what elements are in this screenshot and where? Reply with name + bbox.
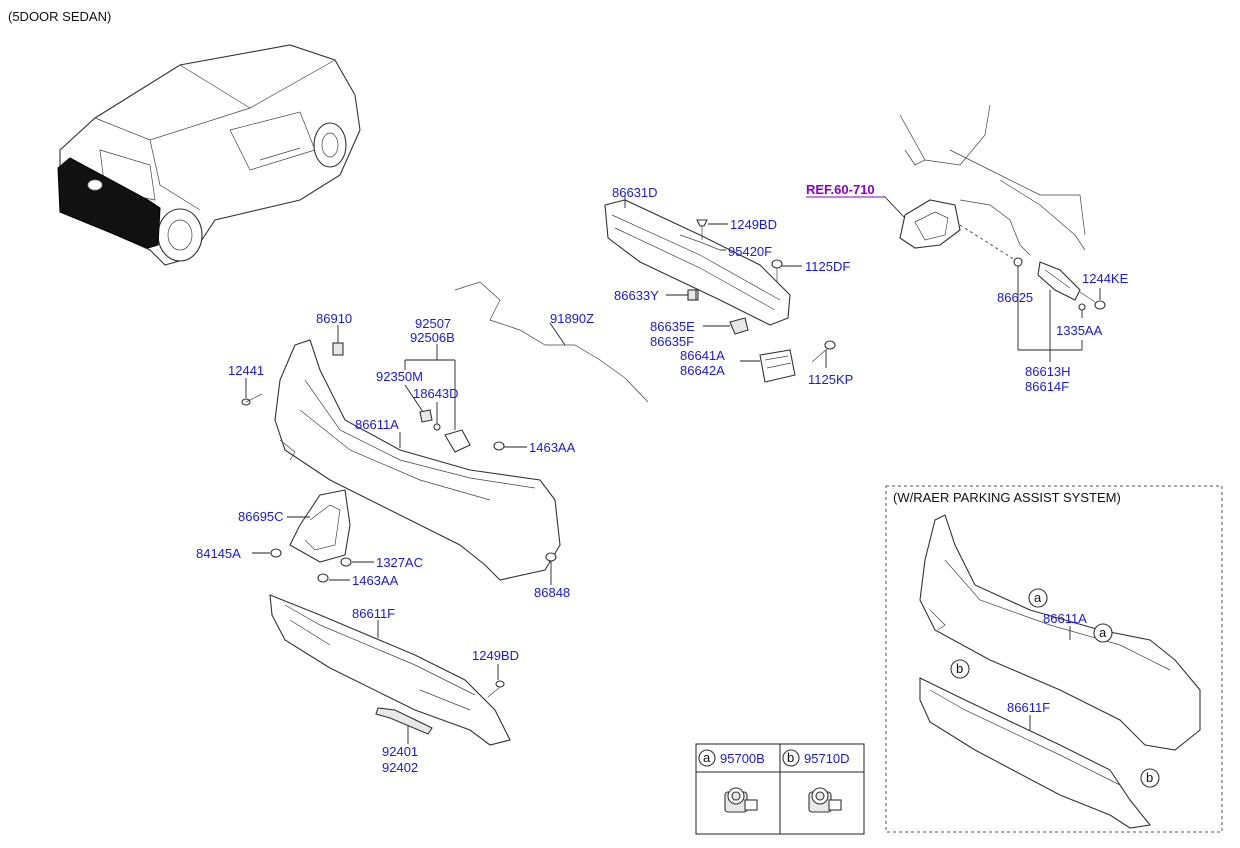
parking-assist-title: (W/RAER PARKING ASSIST SYSTEM) [893,490,1121,505]
bracket-86695C [289,489,351,563]
bulb-92350M [419,409,433,423]
legend-part-95710D[interactable]: 95710D [804,751,850,766]
part-86910[interactable]: 86910 [316,311,352,326]
clip-1463AA-bottom [317,573,329,583]
pas-marker-a2-label: a [1099,625,1107,640]
part-95420F[interactable]: 95420F [728,244,772,259]
clip-1327AC [340,557,352,567]
sensor-95710D-icon [808,787,842,813]
part-86635F[interactable]: 86635F [650,334,694,349]
clip-86910 [332,342,344,356]
legend-marker-a [698,749,716,767]
bumper-beam [604,199,791,326]
part-1335AA[interactable]: 1335AA [1056,323,1103,338]
screw-12441 [241,393,263,406]
screw-1244KE [1079,291,1106,310]
lower-diffuser-86611F [269,594,511,746]
sensor-95700B-icon [724,787,758,813]
part-86633Y[interactable]: 86633Y [614,288,659,303]
pas-lower-diffuser [919,677,1152,829]
part-86642A[interactable]: 86642A [680,363,725,378]
part-86631D[interactable]: 86631D [612,185,658,200]
bracket-86613H [1037,261,1081,301]
pas-bumper-cover [919,514,1201,751]
bulb-18643D [433,423,441,431]
clip-86633Y [687,289,697,301]
legend-part-95700B[interactable]: 95700B [720,751,765,766]
part-92507[interactable]: 92507 [415,316,451,331]
parking-assist-box [885,485,1223,833]
part-1327AC[interactable]: 1327AC [376,555,423,570]
pas-marker-a2 [1093,623,1113,643]
part-86848[interactable]: 86848 [534,585,570,600]
part-18643D[interactable]: 18643D [413,386,459,401]
pas-marker-b1-label: b [956,661,963,676]
nut-84145A [270,548,282,558]
pas-part-86611A[interactable]: 86611A [1043,611,1087,626]
part-86611A[interactable]: 86611A [355,417,399,432]
part-86695C[interactable]: 86695C [238,509,284,524]
part-91890Z[interactable]: 91890Z [550,311,594,326]
pas-marker-a1 [1028,588,1048,608]
pas-marker-b2 [1140,768,1160,788]
part-1125DF[interactable]: 1125DF [805,259,850,274]
part-1125KP[interactable]: 1125KP [808,372,853,387]
car-illustration [57,44,361,266]
part-86641A[interactable]: 86641A [680,348,725,363]
part-84145A[interactable]: 84145A [196,546,241,561]
wiring-harness-91890Z [454,281,649,403]
part-1249BD-top[interactable]: 1249BD [730,217,777,232]
wire-95420F [679,234,721,251]
pas-marker-a1-label: a [1034,590,1042,605]
legend-marker-b [782,749,800,767]
screw-1249BD-top [696,219,708,240]
variant-title: (5DOOR SEDAN) [8,9,111,24]
pas-marker-b1 [950,659,970,679]
part-1463AA-bottom[interactable]: 1463AA [352,573,399,588]
bolt-1125KP [811,340,836,363]
clip-1463AA-top [493,441,505,451]
legend-marker-b-label: b [787,750,794,765]
clip-1335AA [1078,303,1086,311]
part-92506B[interactable]: 92506B [410,330,455,345]
part-86611F[interactable]: 86611F [352,606,395,621]
bolt-1125DF [771,259,783,282]
sensor-legend [695,743,865,835]
part-86625[interactable]: 86625 [997,290,1033,305]
part-86613H[interactable]: 86613H [1025,364,1071,379]
legend-marker-a-label: a [703,750,711,765]
clip-86848 [545,552,557,562]
part-1463AA-top[interactable]: 1463AA [529,440,576,455]
part-1249BD-bottom[interactable]: 1249BD [472,648,519,663]
pas-part-86611F[interactable]: 86611F [1007,700,1050,715]
clip-86625 [1013,257,1023,267]
ref-60-710[interactable]: REF.60-710 [806,182,875,197]
rear-bumper-cover [274,339,561,581]
sensor-86641A [759,349,796,383]
bracket-86635 [729,317,749,335]
part-12441[interactable]: 12441 [228,363,264,378]
part-1244KE[interactable]: 1244KE [1082,271,1129,286]
screw-1249BD-bottom [487,680,505,698]
part-86635E[interactable]: 86635E [650,319,695,334]
part-92350M[interactable]: 92350M [376,369,423,384]
part-92402[interactable]: 92402 [382,760,418,775]
reflector-92401 [375,707,433,735]
part-86614F[interactable]: 86614F [1025,379,1069,394]
pas-marker-b2-label: b [1146,770,1153,785]
part-92401[interactable]: 92401 [382,744,418,759]
body-quarter-panel [899,104,1086,256]
